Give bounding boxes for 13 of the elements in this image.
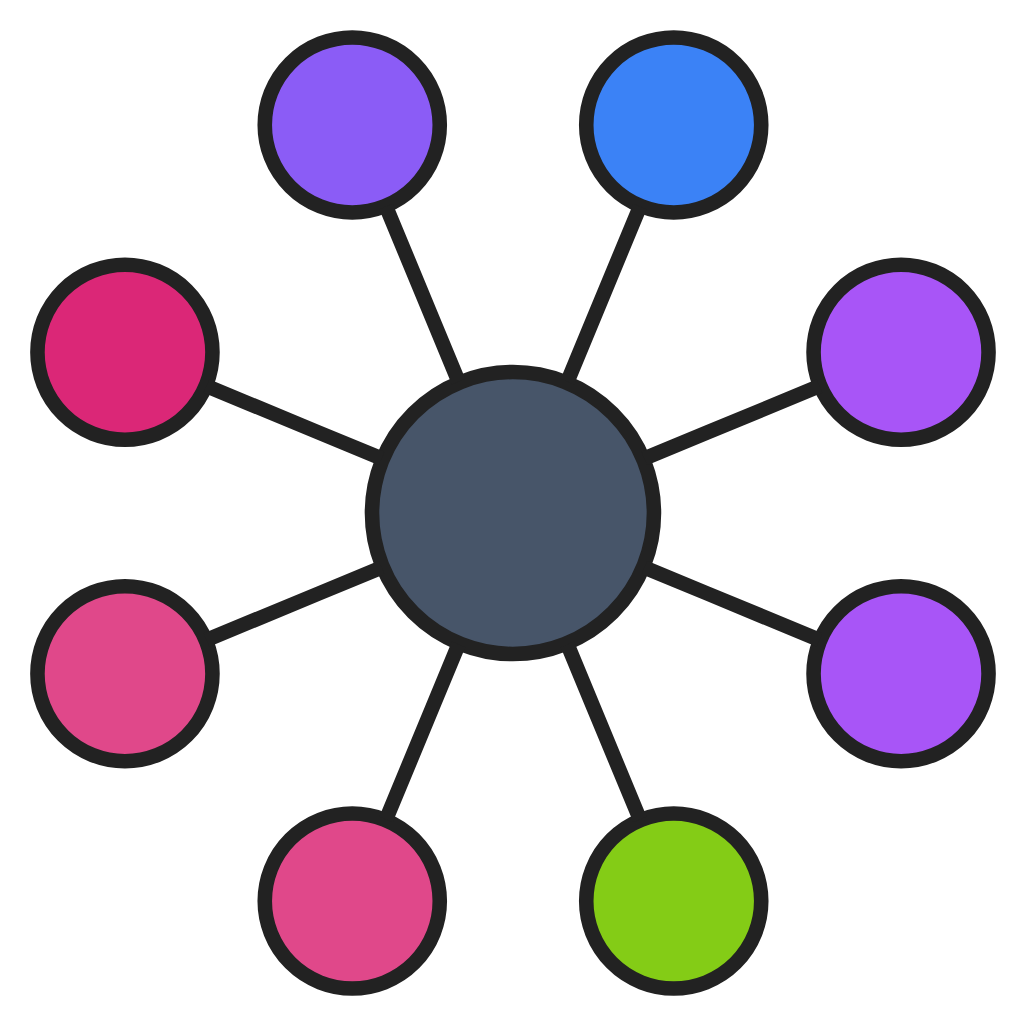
connector bbox=[378, 640, 465, 822]
node-circle bbox=[805, 577, 995, 768]
node-circle bbox=[577, 805, 768, 995]
connector bbox=[640, 378, 822, 465]
node-circle bbox=[29, 577, 219, 768]
node-circle bbox=[29, 256, 219, 447]
node-circle bbox=[256, 805, 447, 995]
node-circle bbox=[363, 363, 661, 661]
node-circle bbox=[805, 256, 995, 447]
node-circle bbox=[577, 29, 768, 219]
connector bbox=[640, 559, 822, 646]
node-circle bbox=[256, 29, 447, 219]
connector bbox=[559, 640, 646, 822]
